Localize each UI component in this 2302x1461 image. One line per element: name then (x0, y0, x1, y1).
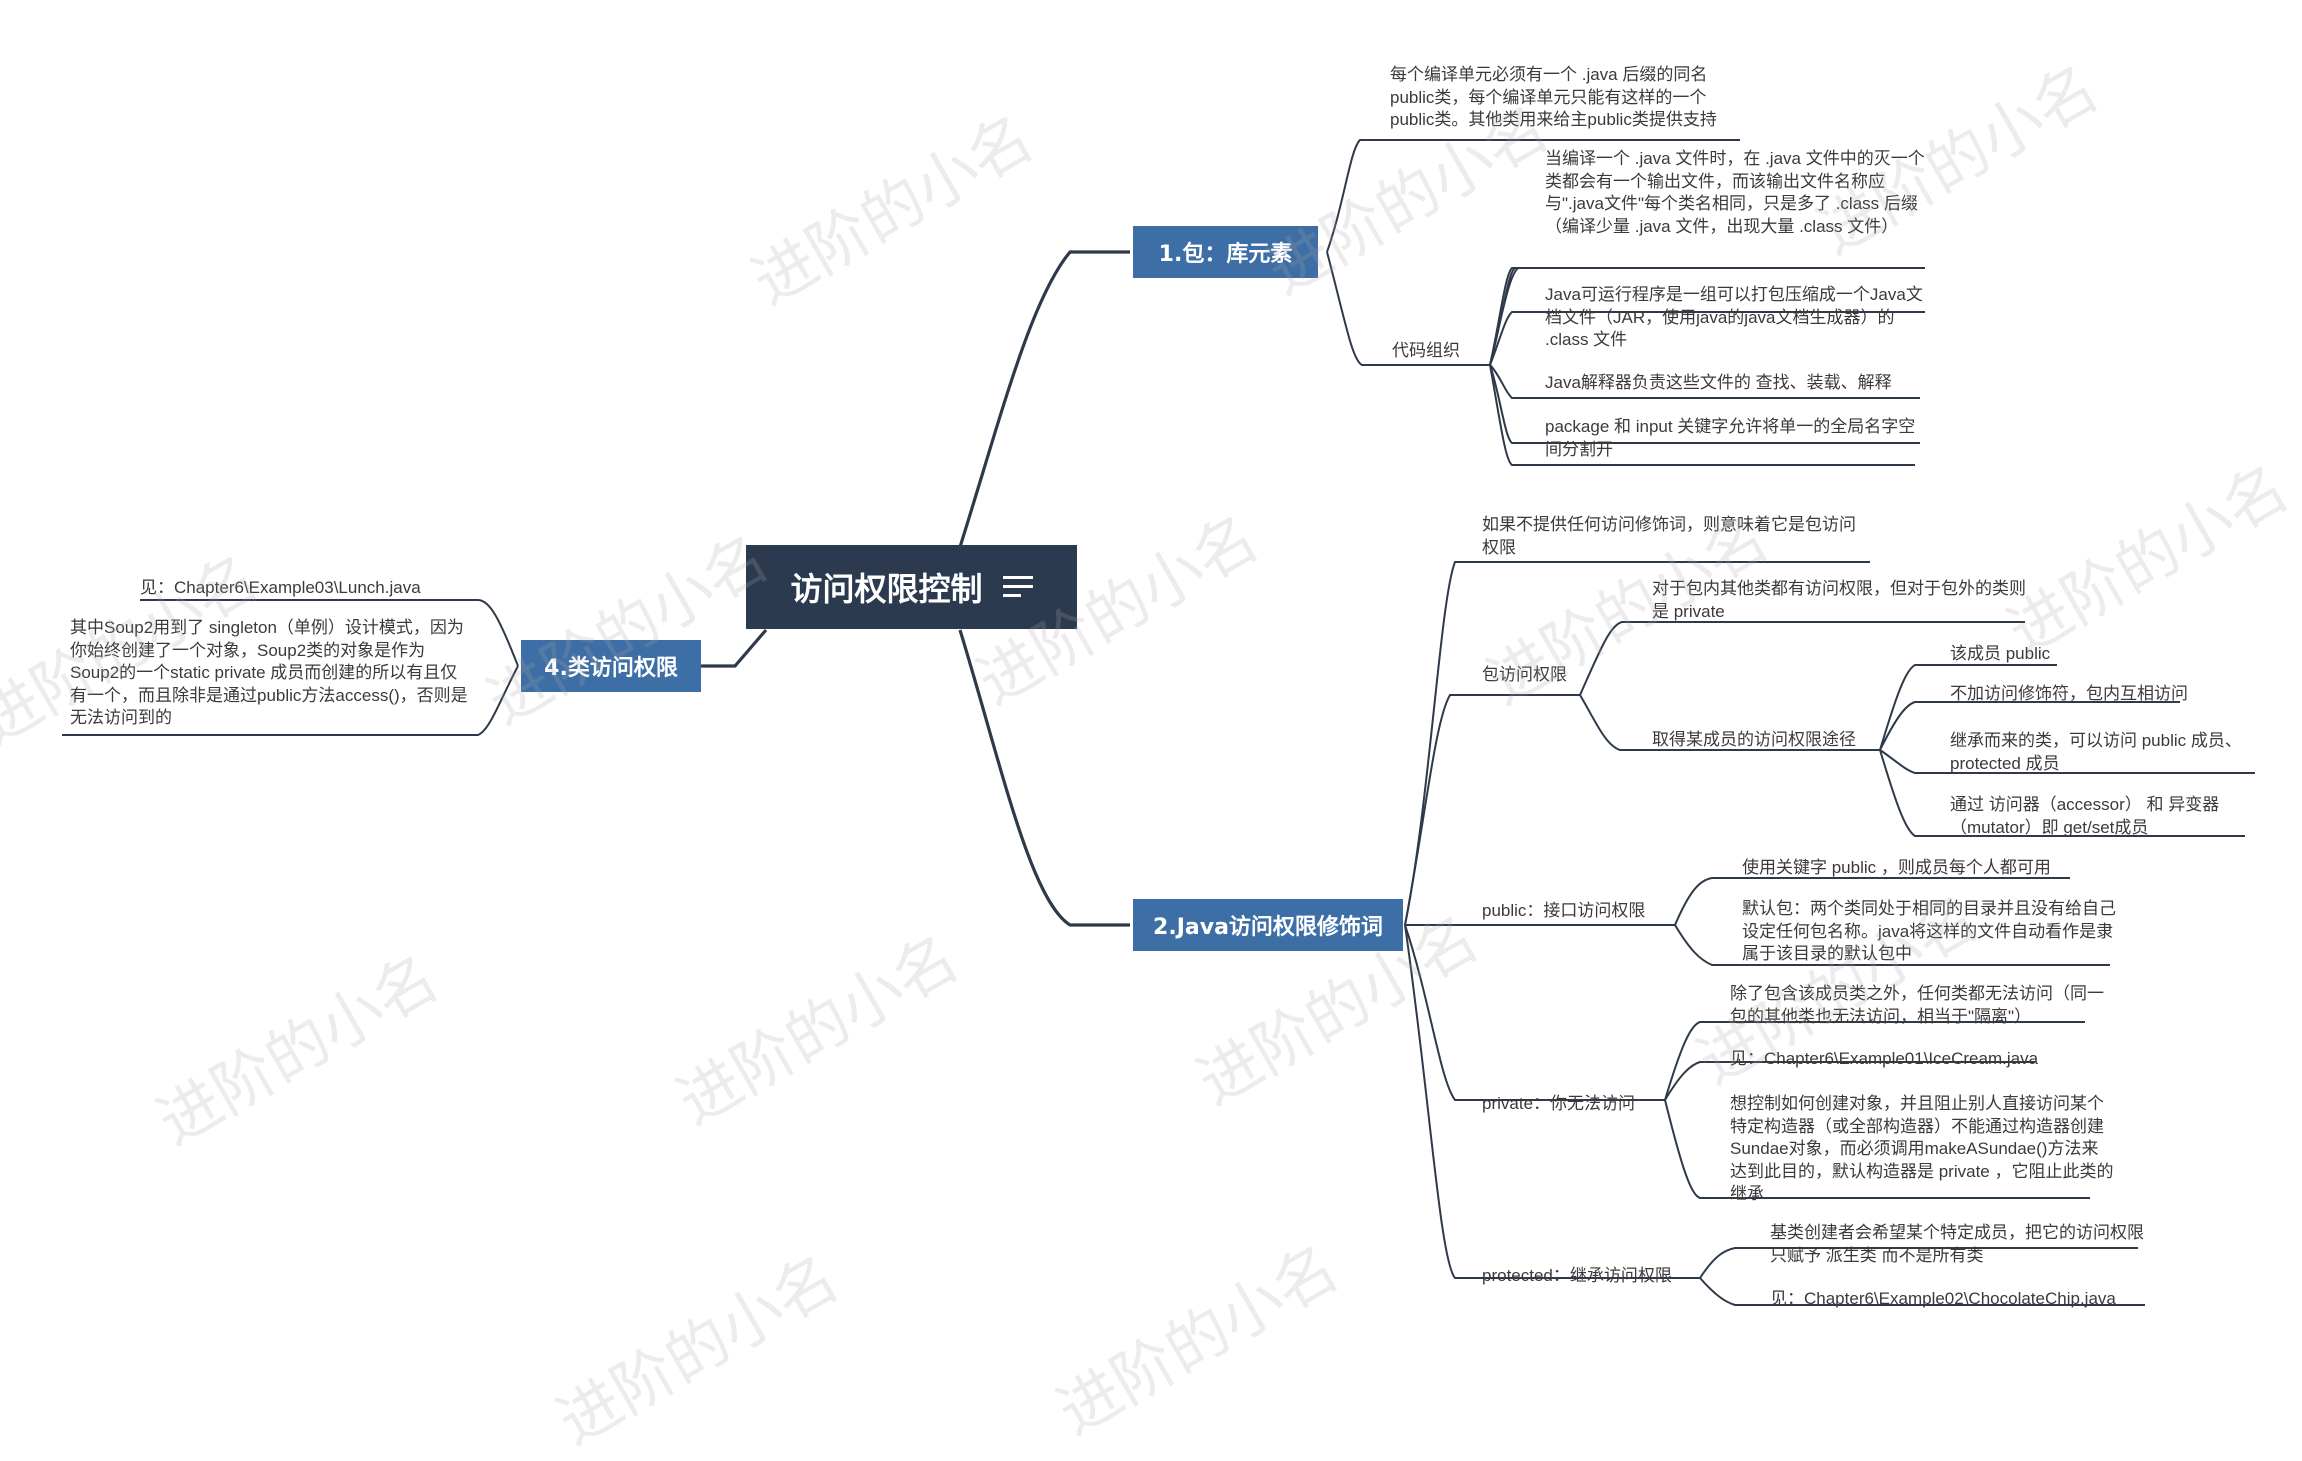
node-code-organization[interactable]: 代码组织 (1392, 341, 1460, 360)
branch-access-modifiers[interactable]: 2.Java访问权限修饰词 (1133, 899, 1403, 951)
node-lunch-example[interactable]: 见：Chapter6\Example03\Lunch.java (140, 578, 421, 597)
node-private-access[interactable]: private：你无法访问 (1482, 1094, 1636, 1113)
node-package-import[interactable]: package 和 input 关键字允许将单一的全局名字空间分割开 (1545, 417, 1916, 459)
node-access-ways[interactable]: 取得某成员的访问权限途径 (1652, 730, 1856, 749)
node-default-package[interactable]: 默认包：两个类同处于相同的目录并且没有给自己设定任何包名称。java将这样的文件… (1742, 899, 2116, 963)
node-interpreter[interactable]: Java解释器负责这些文件的 查找、装载、解释 (1545, 373, 1892, 392)
node-way-no-modifier[interactable]: 不加访问修饰符，包内互相访问 (1950, 684, 2188, 703)
branch-package[interactable]: 1.包：库元素 (1133, 226, 1318, 278)
node-package-access[interactable]: 包访问权限 (1482, 665, 1567, 684)
branch-class-access-label: 4.类访问权限 (544, 656, 678, 681)
node-protected-desc[interactable]: 基类创建者会希望某个特定成员，把它的访问权限只赋予 派生类 而不是所有类 (1770, 1223, 2144, 1265)
node-way-accessor[interactable]: 通过 访问器（accessor） 和 异变器（mutator）即 get/set… (1950, 795, 2220, 837)
menu-lines-icon[interactable] (1002, 576, 1033, 598)
node-no-modifier[interactable]: 如果不提供任何访问修饰词，则意味着它是包访问权限 (1482, 515, 1856, 557)
node-way-inherit[interactable]: 继承而来的类，可以访问 public 成员、protected 成员 (1950, 731, 2242, 773)
node-public-class-rule[interactable]: 每个编译单元必须有一个 .java 后缀的同名public类，每个编译单元只能有… (1390, 65, 1717, 129)
root-title: 访问权限控制 (790, 570, 983, 608)
root-topic[interactable]: 访问权限控制 (746, 545, 1077, 629)
node-protected-example[interactable]: 见：Chapter6\Example02\ChocolateChip.java (1770, 1289, 2116, 1308)
connector-lines (62, 139, 2255, 1306)
node-compile-output[interactable]: 当编译一个 .java 文件时，在 .java 文件中的灭一个类都会有一个输出文… (1545, 149, 1925, 236)
node-jar-file[interactable]: Java可运行程序是一组可以打包压缩成一个Java文档文件（JAR，使用java… (1545, 285, 1923, 349)
node-private-example[interactable]: 见：Chapter6\Example01\IceCream.java (1730, 1049, 2039, 1068)
node-private-desc[interactable]: 除了包含该成员类之外，任何类都无法访问（同一包的其他类也无法访问，相当于"隔离"… (1730, 984, 2104, 1026)
node-public-desc[interactable]: 使用关键字 public ，则成员每个人都可用 (1742, 858, 2051, 877)
node-protected-access[interactable]: protected：继承访问权限 (1482, 1266, 1672, 1285)
node-singleton-desc[interactable]: 其中Soup2用到了 singleton（单例）设计模式，因为你始终创建了一个对… (70, 618, 468, 727)
branch-package-label: 1.包：库元素 (1158, 242, 1293, 267)
branch-class-access[interactable]: 4.类访问权限 (521, 640, 701, 692)
node-private-constructor[interactable]: 想控制如何创建对象，并且阻止别人直接访问某个特定构造器（或全部构造器）不能通过构… (1730, 1094, 2114, 1203)
node-public-access[interactable]: public：接口访问权限 (1482, 901, 1646, 920)
branch-access-modifiers-label: 2.Java访问权限修饰词 (1153, 915, 1383, 940)
node-package-access-desc[interactable]: 对于包内其他类都有访问权限，但对于包外的类则是 private (1652, 579, 2026, 621)
node-way-public[interactable]: 该成员 public (1950, 644, 2051, 663)
